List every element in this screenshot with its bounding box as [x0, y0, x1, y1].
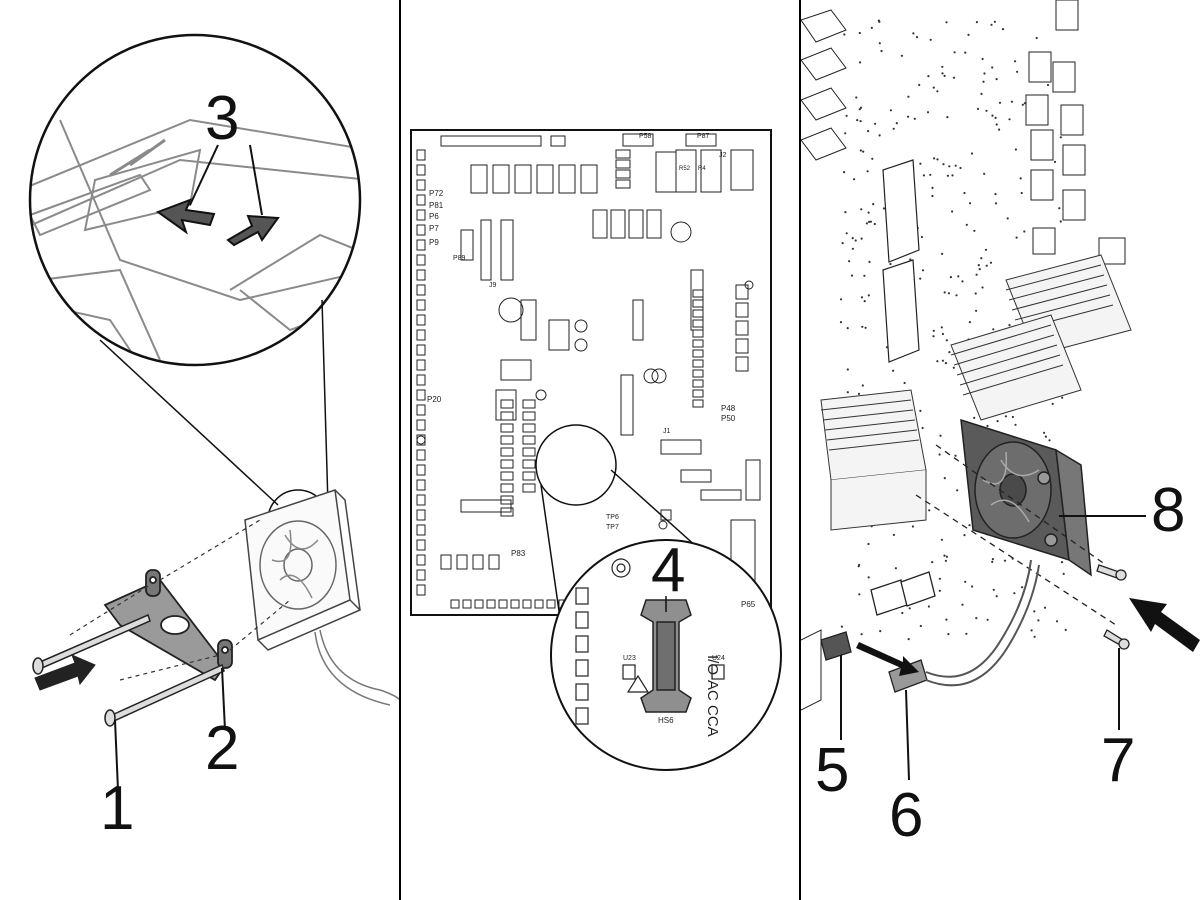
- magnified-detail-view: [30, 118, 360, 365]
- callout-5: 5: [815, 736, 850, 805]
- right-release-arrow: [226, 214, 280, 247]
- u24-label: U24: [712, 655, 725, 662]
- j9-label: J9: [489, 282, 497, 289]
- r4-label: R4: [698, 166, 706, 172]
- callout-6: 6: [889, 781, 924, 850]
- p81-label: P81: [429, 201, 444, 210]
- p87-label: P87: [697, 133, 710, 140]
- heatsinks: [820, 254, 1132, 531]
- install-arrow: [1129, 598, 1200, 652]
- pcb-outline: [410, 129, 772, 616]
- p65-label: P65: [741, 600, 756, 609]
- panel-fan-bracket: 3 2 1: [0, 0, 400, 900]
- insert-arrow: [34, 654, 96, 691]
- ribbon-headers: [882, 159, 920, 363]
- heatsink-hs6: [640, 599, 692, 713]
- tp6-label: TP6: [606, 514, 619, 521]
- p6-label: P6: [429, 212, 439, 221]
- left-release-arrow: [155, 198, 216, 235]
- io-board-drawing: [410, 129, 782, 771]
- callout-3: 3: [205, 84, 240, 153]
- p58-label: P58: [639, 133, 652, 140]
- panel-divider-right: [799, 0, 801, 900]
- connector-arrow: [856, 642, 919, 676]
- callout-8: 8: [1151, 476, 1186, 545]
- panel-io-board: I/O-AC CCA HS6 U23 U24 P72 P81 P6 P7 P9 …: [401, 0, 799, 900]
- u23-label: U23: [623, 655, 636, 662]
- p50-label: P50: [721, 414, 736, 423]
- heatsink-label: HS6: [658, 716, 674, 725]
- p89-label: P89: [453, 255, 466, 262]
- p7-label: P7: [429, 224, 439, 233]
- callout-4: 4: [651, 536, 686, 605]
- pcb-components: [416, 133, 761, 609]
- p9-label: P9: [429, 238, 439, 247]
- panel-fan-install: 8 7 5 6: [801, 0, 1200, 900]
- fan-bracket-drawing: [28, 33, 400, 791]
- p72-label: P72: [429, 189, 444, 198]
- j2-label: J2: [719, 152, 727, 159]
- screws: [32, 613, 225, 727]
- tp7-label: TP7: [606, 524, 619, 531]
- p20-label: P20: [427, 395, 442, 404]
- panel-divider-left: [399, 0, 401, 900]
- magnifier-circle: [28, 33, 362, 367]
- mounting-bracket: [103, 569, 233, 682]
- callout-1: 1: [100, 774, 135, 843]
- zoom-source-circle: [535, 424, 617, 506]
- fan-install-drawing: [801, 0, 1200, 781]
- callout-7: 7: [1101, 726, 1136, 795]
- fan-connectors: [820, 571, 936, 693]
- terminal-blocks: [1025, 0, 1126, 265]
- j1-label: J1: [663, 428, 671, 435]
- cooling-fan: [960, 418, 1092, 577]
- callout-2: 2: [205, 714, 240, 783]
- edge-connectors: [801, 9, 847, 161]
- r52-label: R52: [679, 166, 691, 172]
- p83-label: P83: [511, 549, 526, 558]
- p48-label: P48: [721, 404, 736, 413]
- fan-screws: [1096, 564, 1130, 650]
- board-name-label: I/O-AC CCA: [704, 655, 721, 737]
- fan-unit: [244, 489, 400, 706]
